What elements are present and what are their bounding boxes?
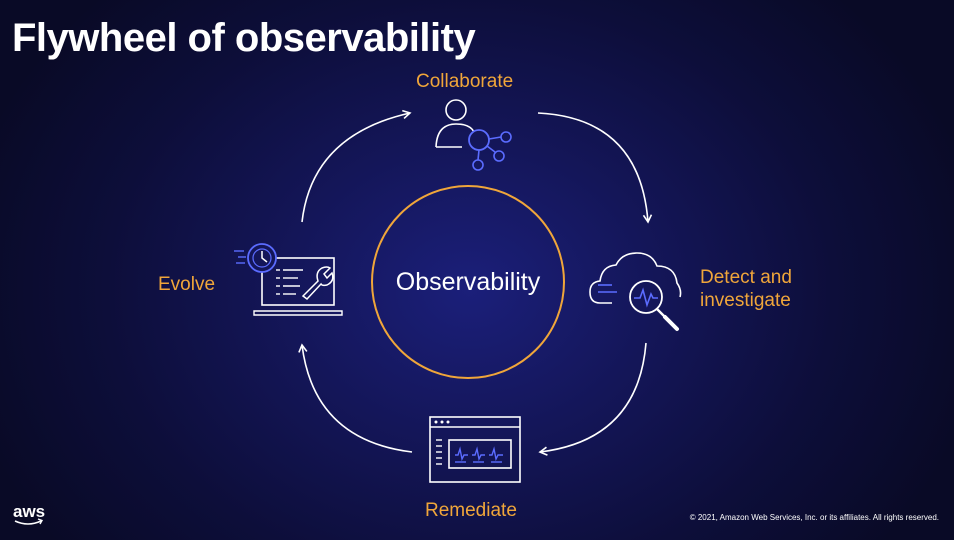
people-network-icon	[435, 99, 512, 171]
slide-title: Flywheel of observability	[12, 16, 476, 60]
aws-logo-text: aws	[13, 502, 45, 521]
monitoring-dashboard-icon	[429, 416, 521, 483]
arrow-evolve-to-collaborate	[301, 109, 412, 223]
stage-label-collaborate: Collaborate	[416, 71, 514, 92]
arrow-detect-to-remediate	[538, 342, 647, 456]
cloud-magnifier-icon	[589, 252, 682, 331]
arrow-collaborate-to-detect	[537, 112, 653, 224]
observability-center-ring: Observability	[371, 185, 565, 379]
arrow-remediate-to-evolve	[298, 343, 413, 453]
aws-logo-icon: aws	[13, 502, 45, 525]
center-label: Observability	[395, 267, 541, 296]
stage-label-detect: Detect and investigate	[700, 267, 792, 311]
copyright-notice: © 2021, Amazon Web Services, Inc. or its…	[689, 513, 939, 522]
laptop-wrench-clock-icon	[234, 243, 343, 316]
stage-label-evolve: Evolve	[158, 274, 216, 295]
stage-label-remediate: Remediate	[425, 500, 517, 521]
